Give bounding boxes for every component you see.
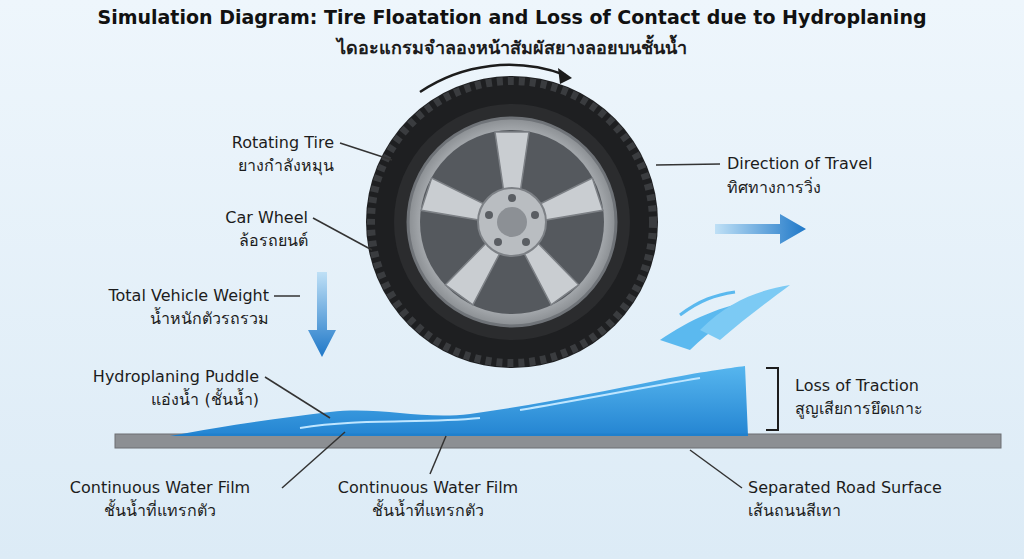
callout-label: Separated Road Surface: [748, 477, 942, 499]
callout-label: น้ำหนักตัวรถรวม: [150, 308, 269, 330]
callout-label: Hydroplaning Puddle: [93, 366, 259, 388]
callout-label: Total Vehicle Weight: [109, 285, 270, 307]
callout-label: Car Wheel: [225, 207, 308, 229]
callout-label: เส้นถนนสีเทา: [748, 500, 841, 522]
callout-label: ทิศทางการวิ่ง: [727, 177, 821, 199]
callout-label: สูญเสียการยึดเกาะ: [795, 398, 923, 420]
callout-label: Continuous Water Film: [70, 477, 250, 499]
callout-label: แอ่งน้ำ (ชั้นน้ำ): [151, 389, 259, 411]
callout-label: ชั้นน้ำที่แทรกตัว: [104, 500, 216, 522]
callout-label: Direction of Travel: [727, 153, 872, 175]
title: Simulation Diagram: Tire Floatation and …: [0, 6, 1024, 28]
callout-label: ยางกำลังหมุน: [238, 155, 334, 177]
subtitle: ไดอะแกรมจำลองหน้าสัมผัสยางลอยบนชั้นน้ำ: [337, 37, 687, 59]
callout-label: ชั้นน้ำที่แทรกตัว: [372, 500, 484, 522]
callout-label: Rotating Tire: [232, 132, 334, 154]
callout-label: Loss of Traction: [795, 375, 919, 397]
callout-label: Continuous Water Film: [338, 477, 518, 499]
callout-label: ล้อรถยนต์: [239, 230, 308, 252]
